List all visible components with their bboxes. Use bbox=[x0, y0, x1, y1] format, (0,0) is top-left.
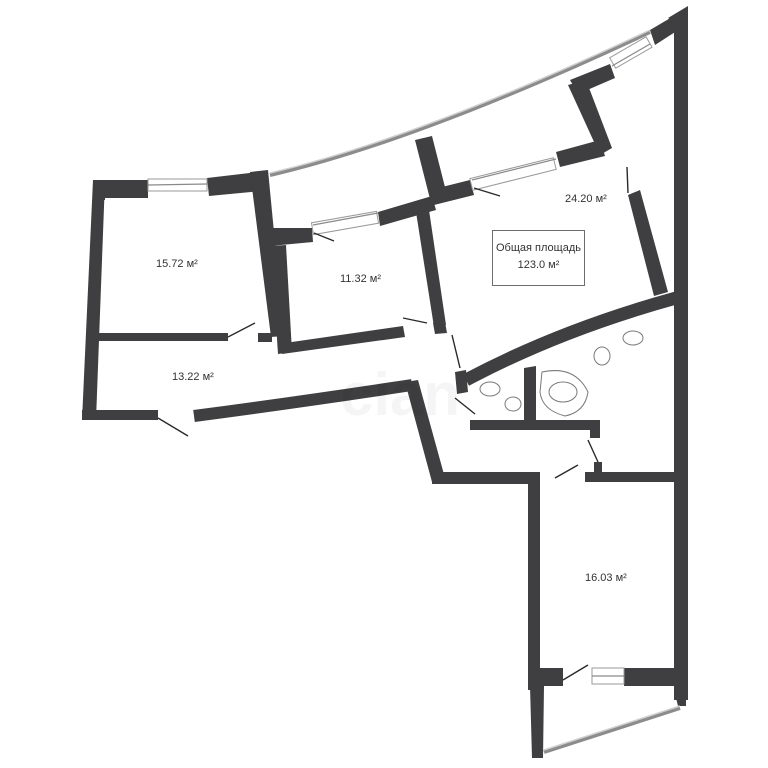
hall-walls bbox=[82, 370, 540, 484]
room-area-label: 16.03 м² bbox=[585, 572, 627, 584]
toilet-icon bbox=[593, 346, 611, 366]
total-area-label: Общая площадь bbox=[496, 242, 581, 254]
right-outer-wall bbox=[668, 6, 688, 700]
room-area-label: 15.72 м² bbox=[156, 258, 198, 270]
total-area-value: 123.0 м² bbox=[517, 259, 560, 271]
bathroom-walls bbox=[470, 366, 674, 482]
room-area-label: 13.22 м² bbox=[172, 371, 214, 383]
balcony-glazing bbox=[543, 706, 681, 754]
sink-icon bbox=[479, 381, 501, 397]
total-area-box: Общая площадь 123.0 м² bbox=[492, 230, 585, 286]
room-2-walls bbox=[268, 196, 447, 354]
toilet-icon bbox=[504, 396, 522, 412]
room-5-walls bbox=[528, 472, 686, 758]
watermark: cian bbox=[340, 360, 460, 429]
room-1-walls bbox=[82, 170, 284, 420]
door bbox=[227, 322, 256, 338]
room-area-label: 11.32 м² bbox=[340, 273, 381, 285]
room-area-label: 24.20 м² bbox=[565, 193, 607, 205]
sink-icon bbox=[622, 330, 644, 346]
facade-glazing bbox=[269, 30, 651, 177]
room-3-walls bbox=[415, 10, 686, 386]
